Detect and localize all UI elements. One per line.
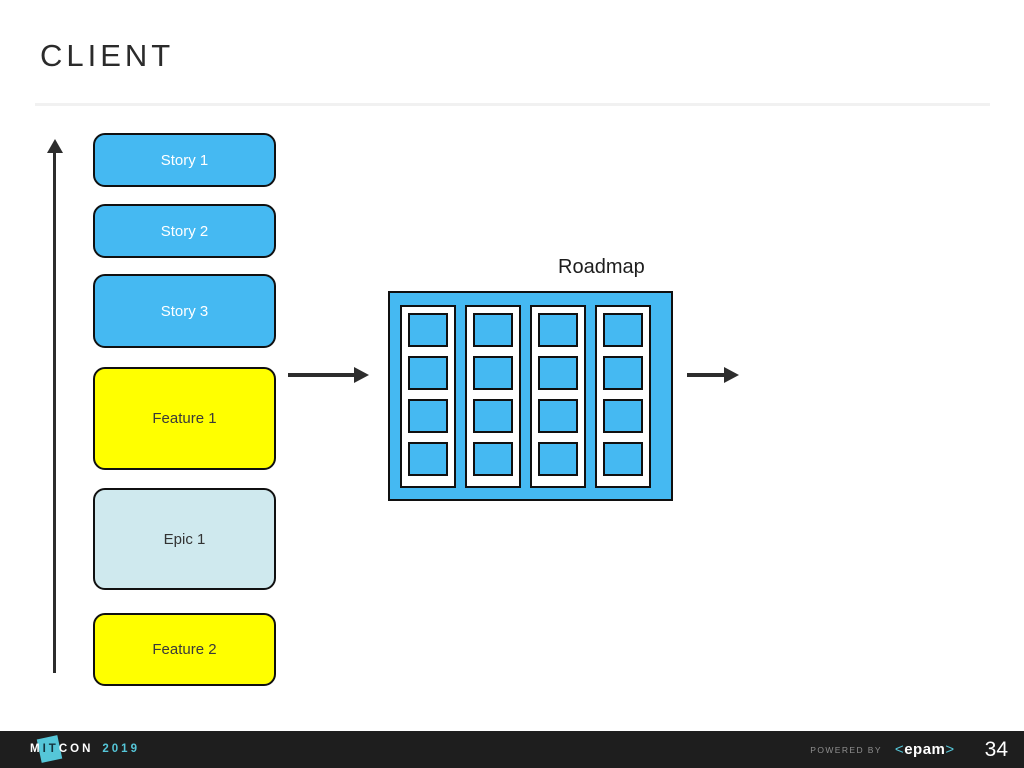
roadmap-cell — [603, 399, 643, 433]
arrow-to-roadmap-head-icon — [354, 367, 369, 383]
page-number: 34 — [984, 737, 1008, 761]
arrow-from-roadmap-head-icon — [724, 367, 739, 383]
backlog-box-feature: Feature 1 — [93, 367, 276, 470]
roadmap-column — [400, 305, 456, 488]
backlog-box-feature: Feature 2 — [93, 613, 276, 686]
roadmap-cell — [473, 399, 513, 433]
backlog-box-story: Story 3 — [93, 274, 276, 348]
roadmap-cell — [408, 399, 448, 433]
arrow-to-roadmap-line — [288, 373, 356, 377]
roadmap-cell — [603, 356, 643, 390]
roadmap-board — [388, 291, 673, 501]
logo-text-con: CON — [58, 743, 94, 755]
backlog-box-epic: Epic 1 — [93, 488, 276, 590]
footer-bar: M IT CON 2019 POWERED BY <epam> 34 — [0, 731, 1024, 768]
roadmap-cell — [603, 313, 643, 347]
priority-arrow-up-icon — [47, 139, 63, 153]
roadmap-column — [595, 305, 651, 488]
epam-text: epam — [904, 741, 946, 758]
logo-year: 2019 — [102, 743, 140, 755]
footer-right-group: POWERED BY <epam> 34 — [810, 731, 1008, 768]
roadmap-cell — [538, 442, 578, 476]
roadmap-cell — [538, 399, 578, 433]
backlog-box-story: Story 1 — [93, 133, 276, 187]
roadmap-column — [530, 305, 586, 488]
logo-text-m: M — [30, 743, 43, 755]
roadmap-cell — [603, 442, 643, 476]
roadmap-cell — [473, 356, 513, 390]
mitcon-logo: M IT CON 2019 — [30, 735, 140, 763]
epam-left-bracket-icon: < — [894, 741, 905, 758]
roadmap-cell — [408, 313, 448, 347]
roadmap-cell — [408, 442, 448, 476]
powered-by-label: POWERED BY — [810, 744, 882, 755]
arrow-from-roadmap-line — [687, 373, 726, 377]
logo-text-it: IT — [42, 743, 59, 755]
roadmap-cell — [538, 356, 578, 390]
roadmap-cell — [408, 356, 448, 390]
backlog-box-story: Story 2 — [93, 204, 276, 258]
epam-right-bracket-icon: > — [945, 741, 955, 758]
roadmap-column — [465, 305, 521, 488]
roadmap-cell — [473, 313, 513, 347]
slide-title: CLIENT — [40, 38, 175, 73]
epam-logo: <epam> — [895, 741, 955, 758]
roadmap-cell — [473, 442, 513, 476]
roadmap-cell — [538, 313, 578, 347]
priority-arrow-line — [53, 153, 56, 673]
title-divider — [35, 103, 990, 106]
roadmap-label: Roadmap — [558, 256, 645, 278]
